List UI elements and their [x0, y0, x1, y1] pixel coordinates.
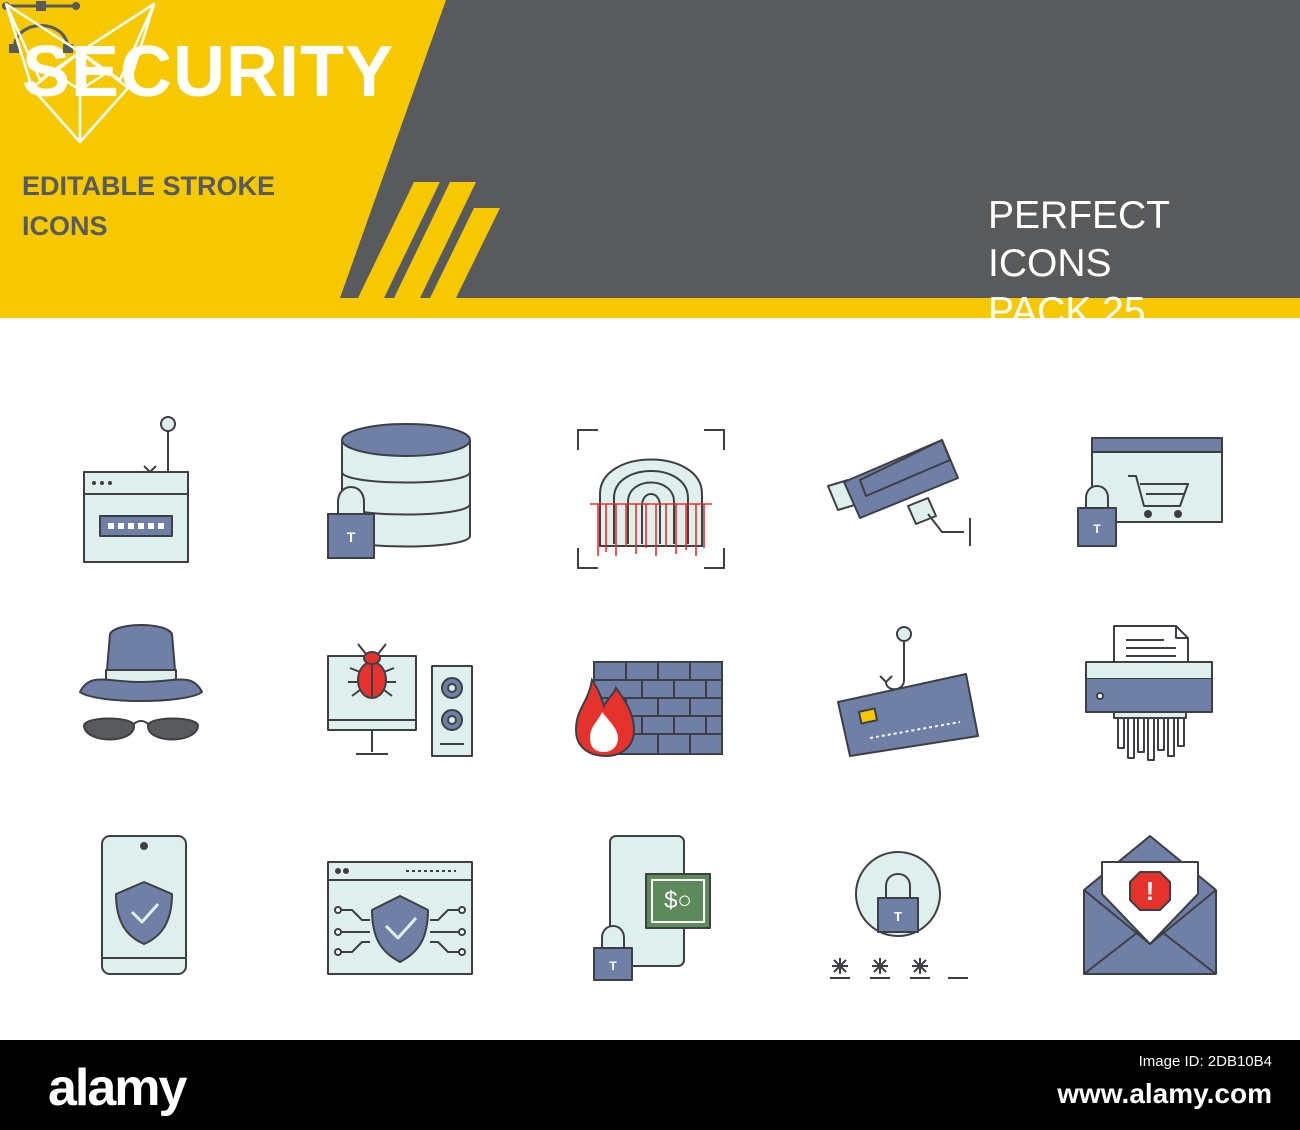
subtitle-line-1: EDITABLE STROKE — [22, 171, 276, 201]
subtitle: EDITABLE STROKE ICONS — [22, 166, 275, 246]
paper-shredder-icon — [1085, 625, 1213, 761]
pack-line-2: PACK.25 — [988, 290, 1146, 333]
password-lock-icon: T — [830, 851, 968, 979]
card-phishing-icon — [837, 626, 979, 757]
firewall-icon — [574, 661, 723, 758]
web-shield-icon — [327, 861, 473, 975]
footer: alamy Image ID: 2DB10B4 www.alamy.com — [0, 1040, 1300, 1130]
computer-virus-icon — [327, 643, 473, 757]
alamy-logo: alamy — [48, 1059, 187, 1117]
mail-alert-icon: ! — [1083, 835, 1217, 975]
page-title: SECURITY — [22, 32, 395, 112]
mobile-payment-lock-icon: $○ T — [593, 835, 711, 981]
svg-text:$○: $○ — [664, 887, 692, 914]
svg-text:T: T — [1093, 522, 1101, 536]
banner-background — [0, 0, 1300, 318]
svg-text:T: T — [347, 529, 356, 545]
fox-logo-icon — [4, 2, 156, 144]
image-id: Image ID: 2DB10B4 — [1138, 1053, 1272, 1070]
phishing-login-icon — [83, 416, 189, 563]
svg-text:!: ! — [1146, 876, 1155, 906]
svg-text:T: T — [609, 959, 617, 973]
icon-grid: T — [0, 318, 1300, 1040]
mobile-shield-icon — [101, 835, 187, 975]
svg-text:T: T — [894, 909, 902, 924]
cctv-camera-icon — [827, 439, 971, 546]
pack-line-1: PERFECT ICONS — [988, 194, 1170, 285]
pack-label: PERFECT ICONS PACK.25 — [988, 192, 1300, 336]
shopping-lock-icon: T — [1077, 437, 1223, 547]
subtitle-line-2: ICONS — [22, 211, 108, 241]
database-lock-icon: T — [327, 423, 471, 559]
banner: SECURITY EDITABLE STROKE ICONS PERFECT I… — [0, 0, 1300, 333]
image-id-block: Image ID: 2DB10B4 www.alamy.com — [1057, 1052, 1272, 1112]
spy-hat-glasses-icon — [79, 624, 203, 741]
site-url[interactable]: www.alamy.com — [1057, 1078, 1272, 1109]
fingerprint-scan-icon — [577, 429, 725, 569]
